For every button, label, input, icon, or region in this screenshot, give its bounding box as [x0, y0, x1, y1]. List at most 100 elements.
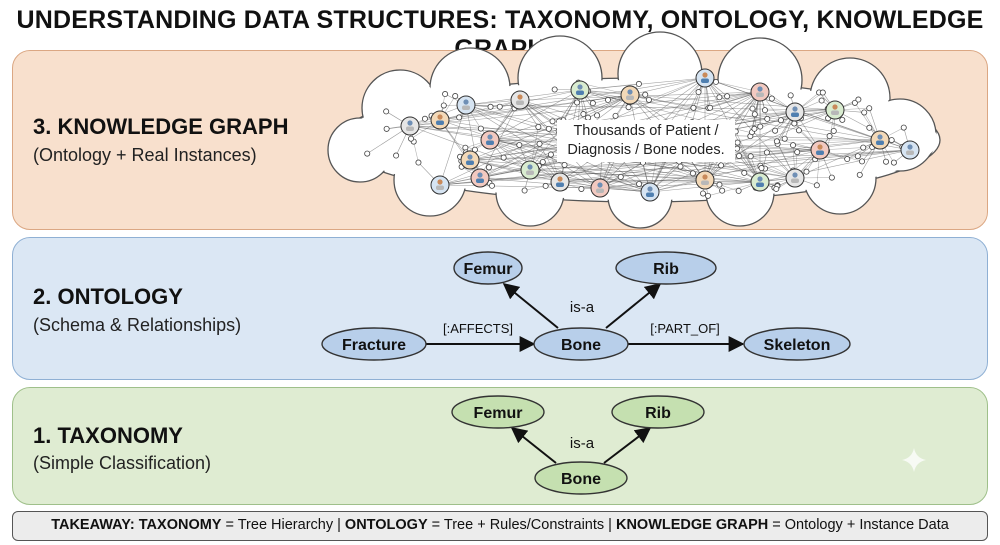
graph-node: [580, 111, 587, 118]
graph-hub-node-icon: [900, 140, 920, 160]
graph-node: [773, 138, 780, 145]
takeaway-lead: TAKEAWAY:: [51, 517, 135, 533]
takeaway-taxonomy-def: = Tree Hierarchy |: [225, 517, 341, 533]
graph-hub-node-icon: [430, 110, 450, 130]
graph-node: [763, 149, 770, 156]
graph-node: [856, 171, 863, 178]
graph-node: [736, 152, 743, 159]
graph-node: [452, 93, 459, 100]
graph-node: [561, 161, 568, 168]
graph-node: [787, 92, 794, 99]
graph-node: [803, 168, 810, 175]
graph-hub-node-icon: [550, 172, 570, 192]
graph-node: [790, 142, 797, 149]
takeaway-kg-def: = Ontology + Instance Data: [772, 517, 949, 533]
graph-node: [747, 153, 754, 160]
graph-node: [642, 91, 649, 98]
ontology-subheading: (Schema & Relationships): [33, 315, 242, 335]
graph-hub-node-icon: [695, 68, 715, 88]
graph-node: [545, 125, 552, 132]
takeaway-bar: TAKEAWAY: TAXONOMY = Tree Hierarchy | ON…: [12, 511, 988, 541]
graph-node: [749, 105, 756, 112]
knowledge-graph-subheading: (Ontology + Real Instances): [33, 145, 257, 165]
graph-node: [707, 104, 714, 111]
graph-node: [900, 124, 907, 131]
graph-hub-node-icon: [510, 90, 530, 110]
graph-hub-node-icon: [590, 178, 610, 198]
graph-node: [777, 117, 784, 124]
graph-node: [578, 185, 585, 192]
graph-hub-node-icon: [750, 172, 770, 192]
graph-node: [442, 91, 449, 98]
graph-node: [617, 173, 624, 180]
takeaway-ontology-term: ONTOLOGY: [344, 517, 428, 533]
graph-node: [888, 137, 895, 144]
graph-node: [734, 139, 741, 146]
graph-node: [764, 115, 771, 122]
graph-hub-node-icon: [810, 140, 830, 160]
graph-node: [542, 182, 549, 189]
graph-node: [547, 151, 554, 158]
graph-node: [795, 127, 802, 134]
graph-node: [716, 94, 723, 101]
graph-node: [393, 152, 400, 159]
takeaway-kg-term: KNOWLEDGE GRAPH: [615, 517, 769, 533]
graph-node: [859, 158, 866, 165]
graph-node: [456, 114, 463, 121]
graph-node: [488, 182, 495, 189]
graph-node: [855, 96, 862, 103]
graph-node: [844, 156, 851, 163]
graph-node: [594, 112, 601, 119]
graph-node: [521, 187, 528, 194]
graph-node: [605, 96, 612, 103]
graph-nodes: [364, 68, 920, 202]
knowledge-graph-heading: 3. KNOWLEDGE GRAPH: [33, 114, 289, 139]
graph-node: [791, 120, 798, 127]
graph-node: [794, 149, 801, 156]
graph-node: [751, 125, 758, 132]
graph-hub-node-icon: [456, 95, 476, 115]
graph-node: [574, 99, 581, 106]
graph-node: [535, 123, 542, 130]
graph-node: [440, 102, 447, 109]
graph-node: [813, 182, 820, 189]
graph-node: [819, 89, 826, 96]
graph-node: [741, 169, 748, 176]
graph-hub-node-icon: [785, 102, 805, 122]
graph-hub-node-icon: [570, 80, 590, 100]
graph-node: [408, 135, 415, 142]
graph-node: [830, 127, 837, 134]
takeaway-ontology-def: = Tree + Rules/Constraints |: [431, 517, 612, 533]
graph-node: [734, 145, 741, 152]
taxonomy-panel: 1. TAXONOMY (Simple Classification): [12, 387, 988, 505]
graph-hub-node-icon: [825, 100, 845, 120]
graph-hub-node-icon: [400, 116, 420, 136]
graph-node: [773, 185, 780, 192]
graph-node: [861, 109, 868, 116]
graph-node: [383, 125, 390, 132]
graph-node: [364, 150, 371, 157]
graph-node: [636, 181, 643, 188]
graph-node: [757, 123, 764, 130]
graph-node: [890, 159, 897, 166]
graph-node: [625, 104, 632, 111]
graph-node: [421, 115, 428, 122]
graph-node: [860, 144, 867, 151]
graph-node: [781, 135, 788, 142]
graph-node: [700, 190, 707, 197]
graph-node: [695, 89, 702, 96]
graph-node: [689, 170, 696, 177]
graph-hub-node-icon: [695, 170, 715, 190]
graph-hub-node-icon: [750, 82, 770, 102]
graph-node: [866, 124, 873, 131]
graph-node: [549, 118, 556, 125]
graph-node: [516, 142, 523, 149]
graph-node: [589, 100, 596, 107]
graph-node: [828, 174, 835, 181]
graph-node: [645, 96, 652, 103]
graph-node: [500, 154, 507, 161]
graph-node: [772, 127, 779, 134]
graph-node: [635, 80, 642, 87]
graph-hub-node-icon: [460, 150, 480, 170]
graph-node: [383, 108, 390, 115]
